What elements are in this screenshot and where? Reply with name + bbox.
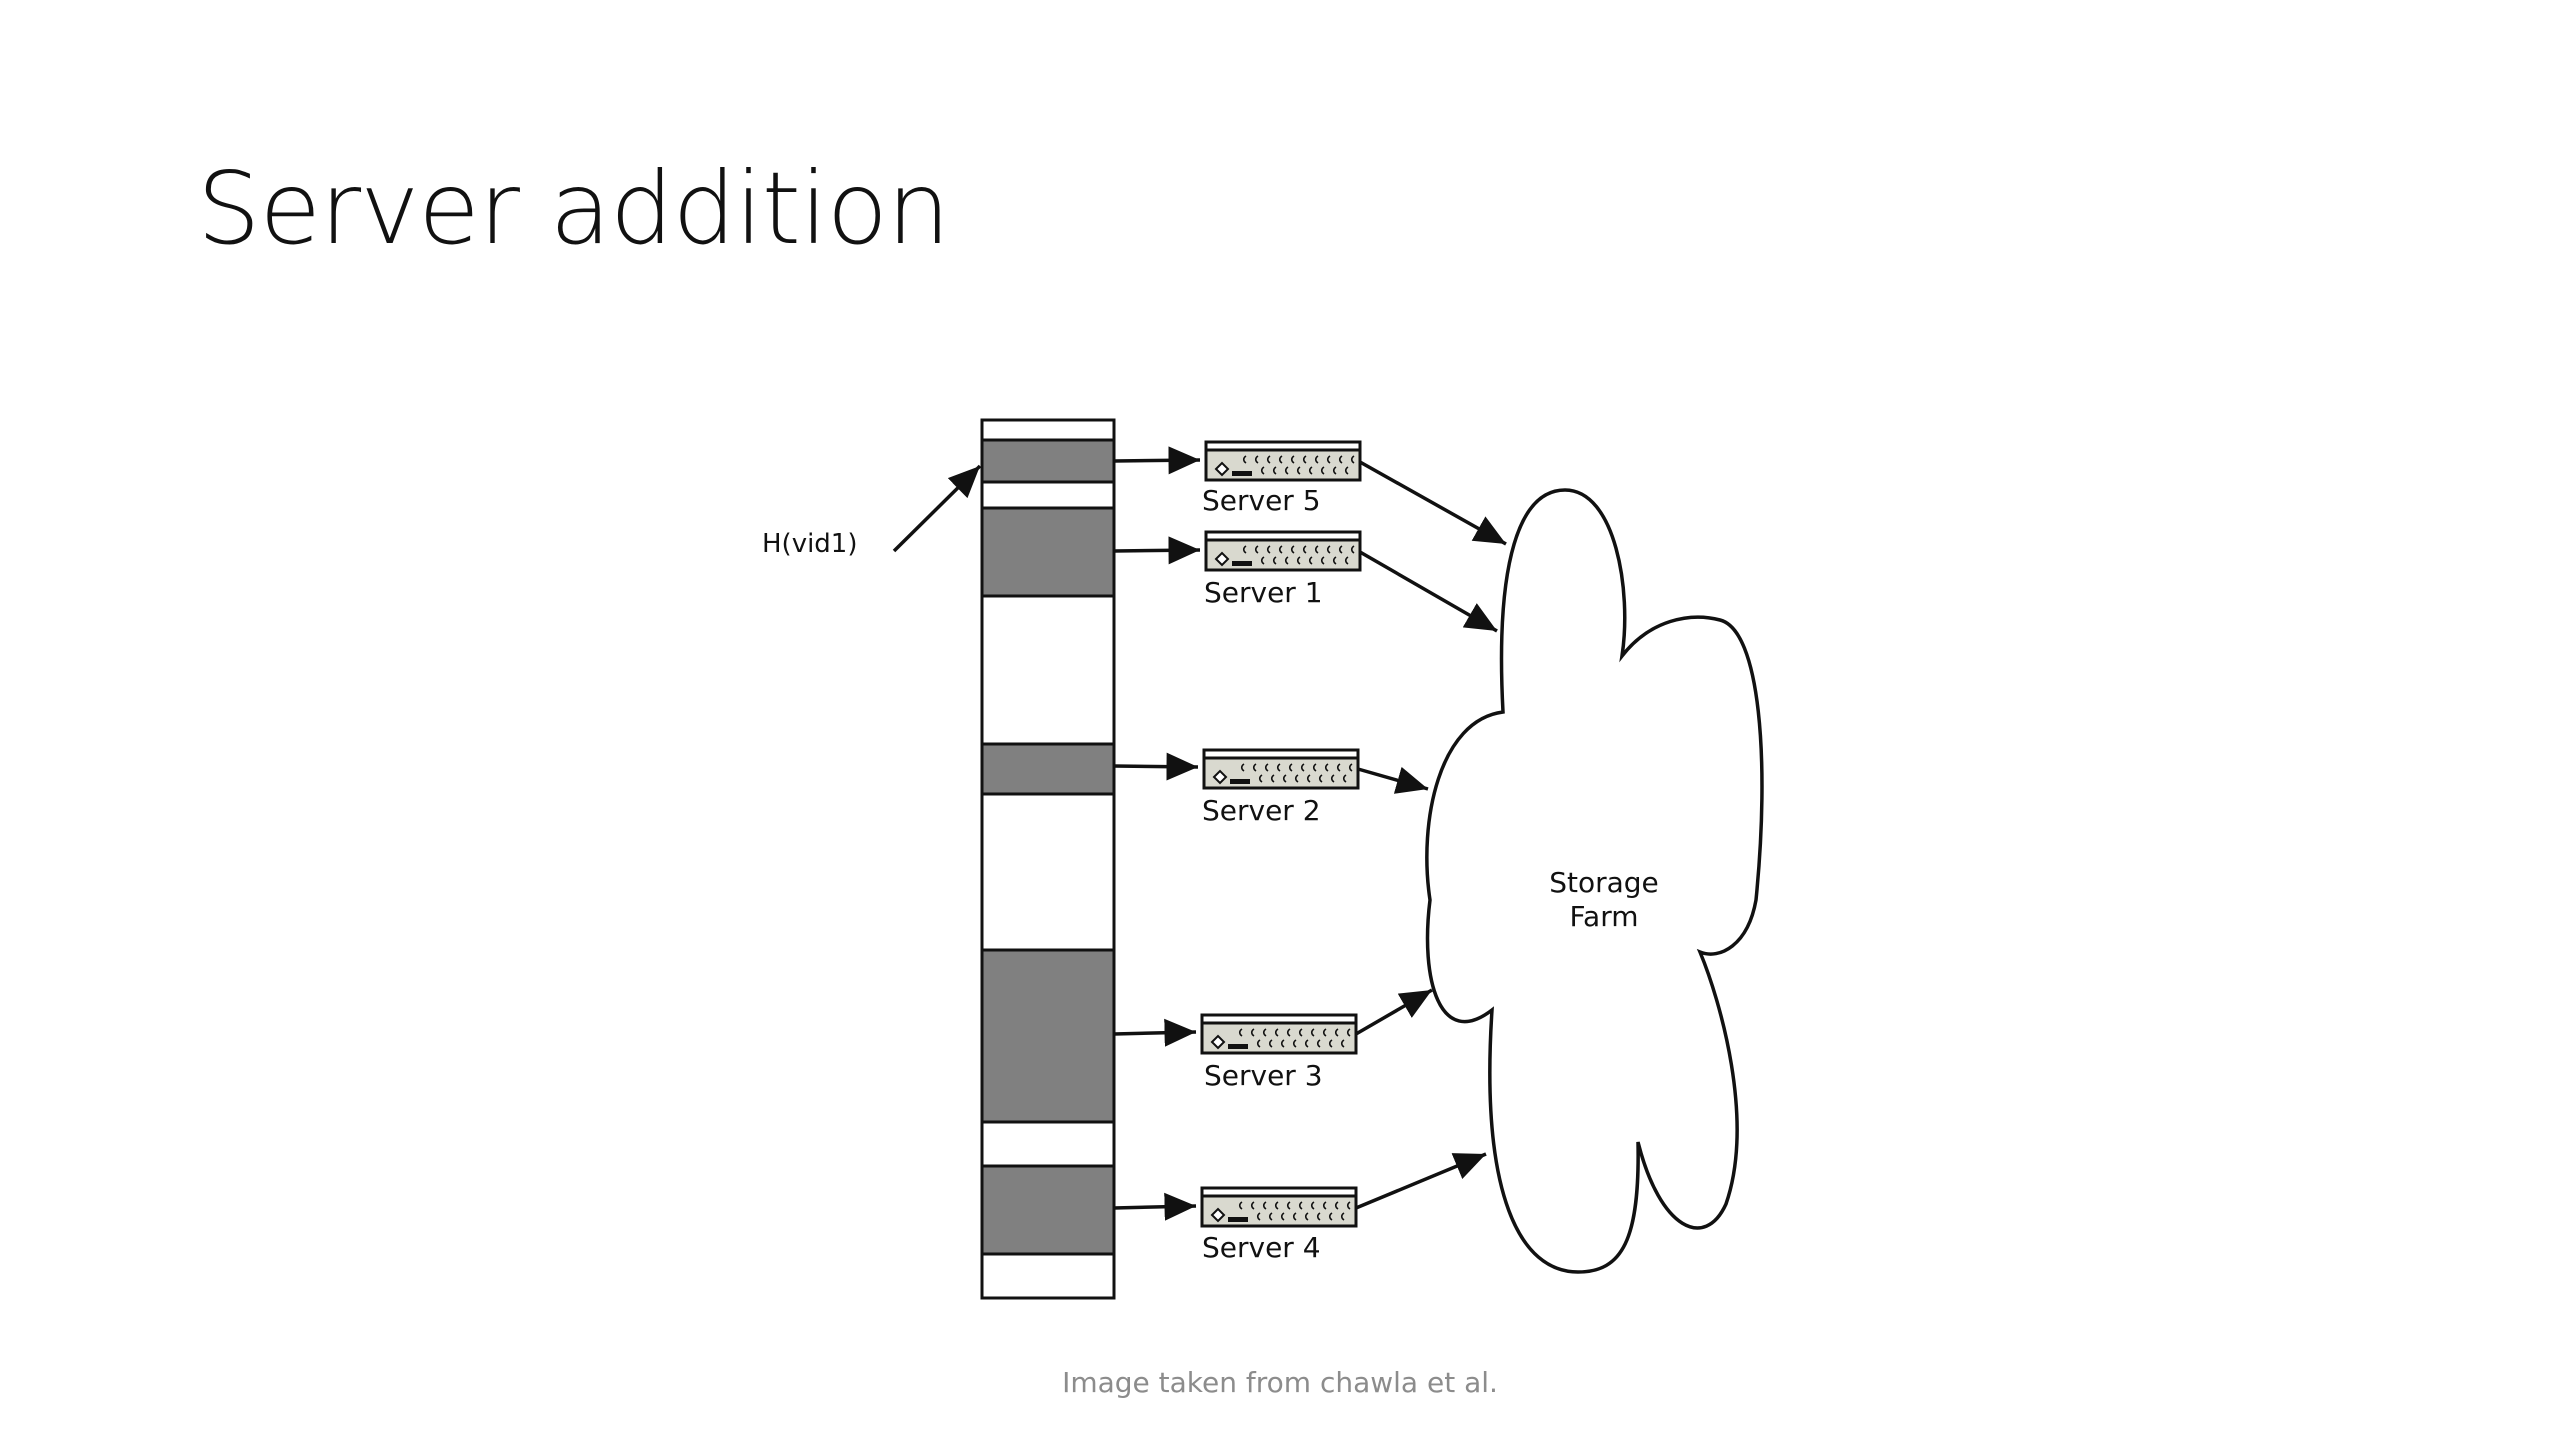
- ring-segment: [980, 1120, 1116, 1168]
- hash-ring-column: [980, 418, 1116, 1300]
- server-icon: [1200, 1013, 1358, 1055]
- server-1: Server 1: [1204, 530, 1362, 609]
- server-label: Server 5: [1202, 484, 1321, 517]
- ring-segment: [980, 594, 1116, 746]
- server-icon: [1204, 440, 1362, 482]
- server-icon: [1202, 748, 1360, 790]
- ring-segment: [980, 1252, 1116, 1300]
- server-icon: [1204, 530, 1362, 572]
- hash-pointer-arrow: [892, 464, 982, 553]
- arrow-ring-to-server-5: [1113, 446, 1201, 475]
- ring-segment-filled: [980, 742, 1116, 796]
- server-3: Server 3: [1200, 1013, 1358, 1092]
- ring-segment-filled: [980, 438, 1116, 484]
- server-label: Server 1: [1204, 576, 1323, 609]
- ring-segment-filled: [980, 506, 1116, 598]
- server-label: Server 3: [1204, 1059, 1323, 1092]
- server-label: Server 2: [1202, 794, 1321, 827]
- image-credit-caption: Image taken from chawla et al.: [1062, 1366, 1498, 1399]
- server-label: Server 4: [1202, 1231, 1321, 1264]
- arrow-server-2-to-cloud: [1357, 766, 1429, 794]
- storage-farm-cloud: [1425, 488, 1764, 1274]
- arrow-ring-to-server-4: [1113, 1192, 1197, 1221]
- ring-segment-filled: [980, 1164, 1116, 1256]
- server-icon: [1200, 1186, 1358, 1228]
- arrow-server-3-to-cloud: [1355, 988, 1433, 1036]
- arrow-ring-to-server-3: [1113, 1018, 1197, 1047]
- arrow-ring-to-server-2: [1113, 752, 1199, 781]
- server-4: Server 4: [1200, 1186, 1358, 1264]
- ring-to-server-arrows: [1113, 446, 1201, 1221]
- ring-segment-filled: [980, 948, 1116, 1124]
- ring-segment: [980, 418, 1116, 442]
- arrow-server-4-to-cloud: [1355, 1152, 1487, 1210]
- arrow-server-1-to-cloud: [1359, 550, 1498, 633]
- server-2: Server 2: [1202, 748, 1360, 827]
- arrow-ring-to-server-1: [1113, 536, 1201, 565]
- hash-label: H(vid1): [762, 529, 858, 559]
- cloud-label-line1: Storage: [1549, 866, 1659, 899]
- cloud-label-line2: Farm: [1570, 900, 1639, 933]
- ring-segment: [980, 792, 1116, 952]
- server-5: Server 5: [1202, 440, 1362, 517]
- arrow-server-5-to-cloud: [1359, 460, 1507, 546]
- slide-title: Server addition: [197, 150, 950, 267]
- ring-segment: [980, 480, 1116, 510]
- server-to-cloud-arrows: [1355, 460, 1507, 1210]
